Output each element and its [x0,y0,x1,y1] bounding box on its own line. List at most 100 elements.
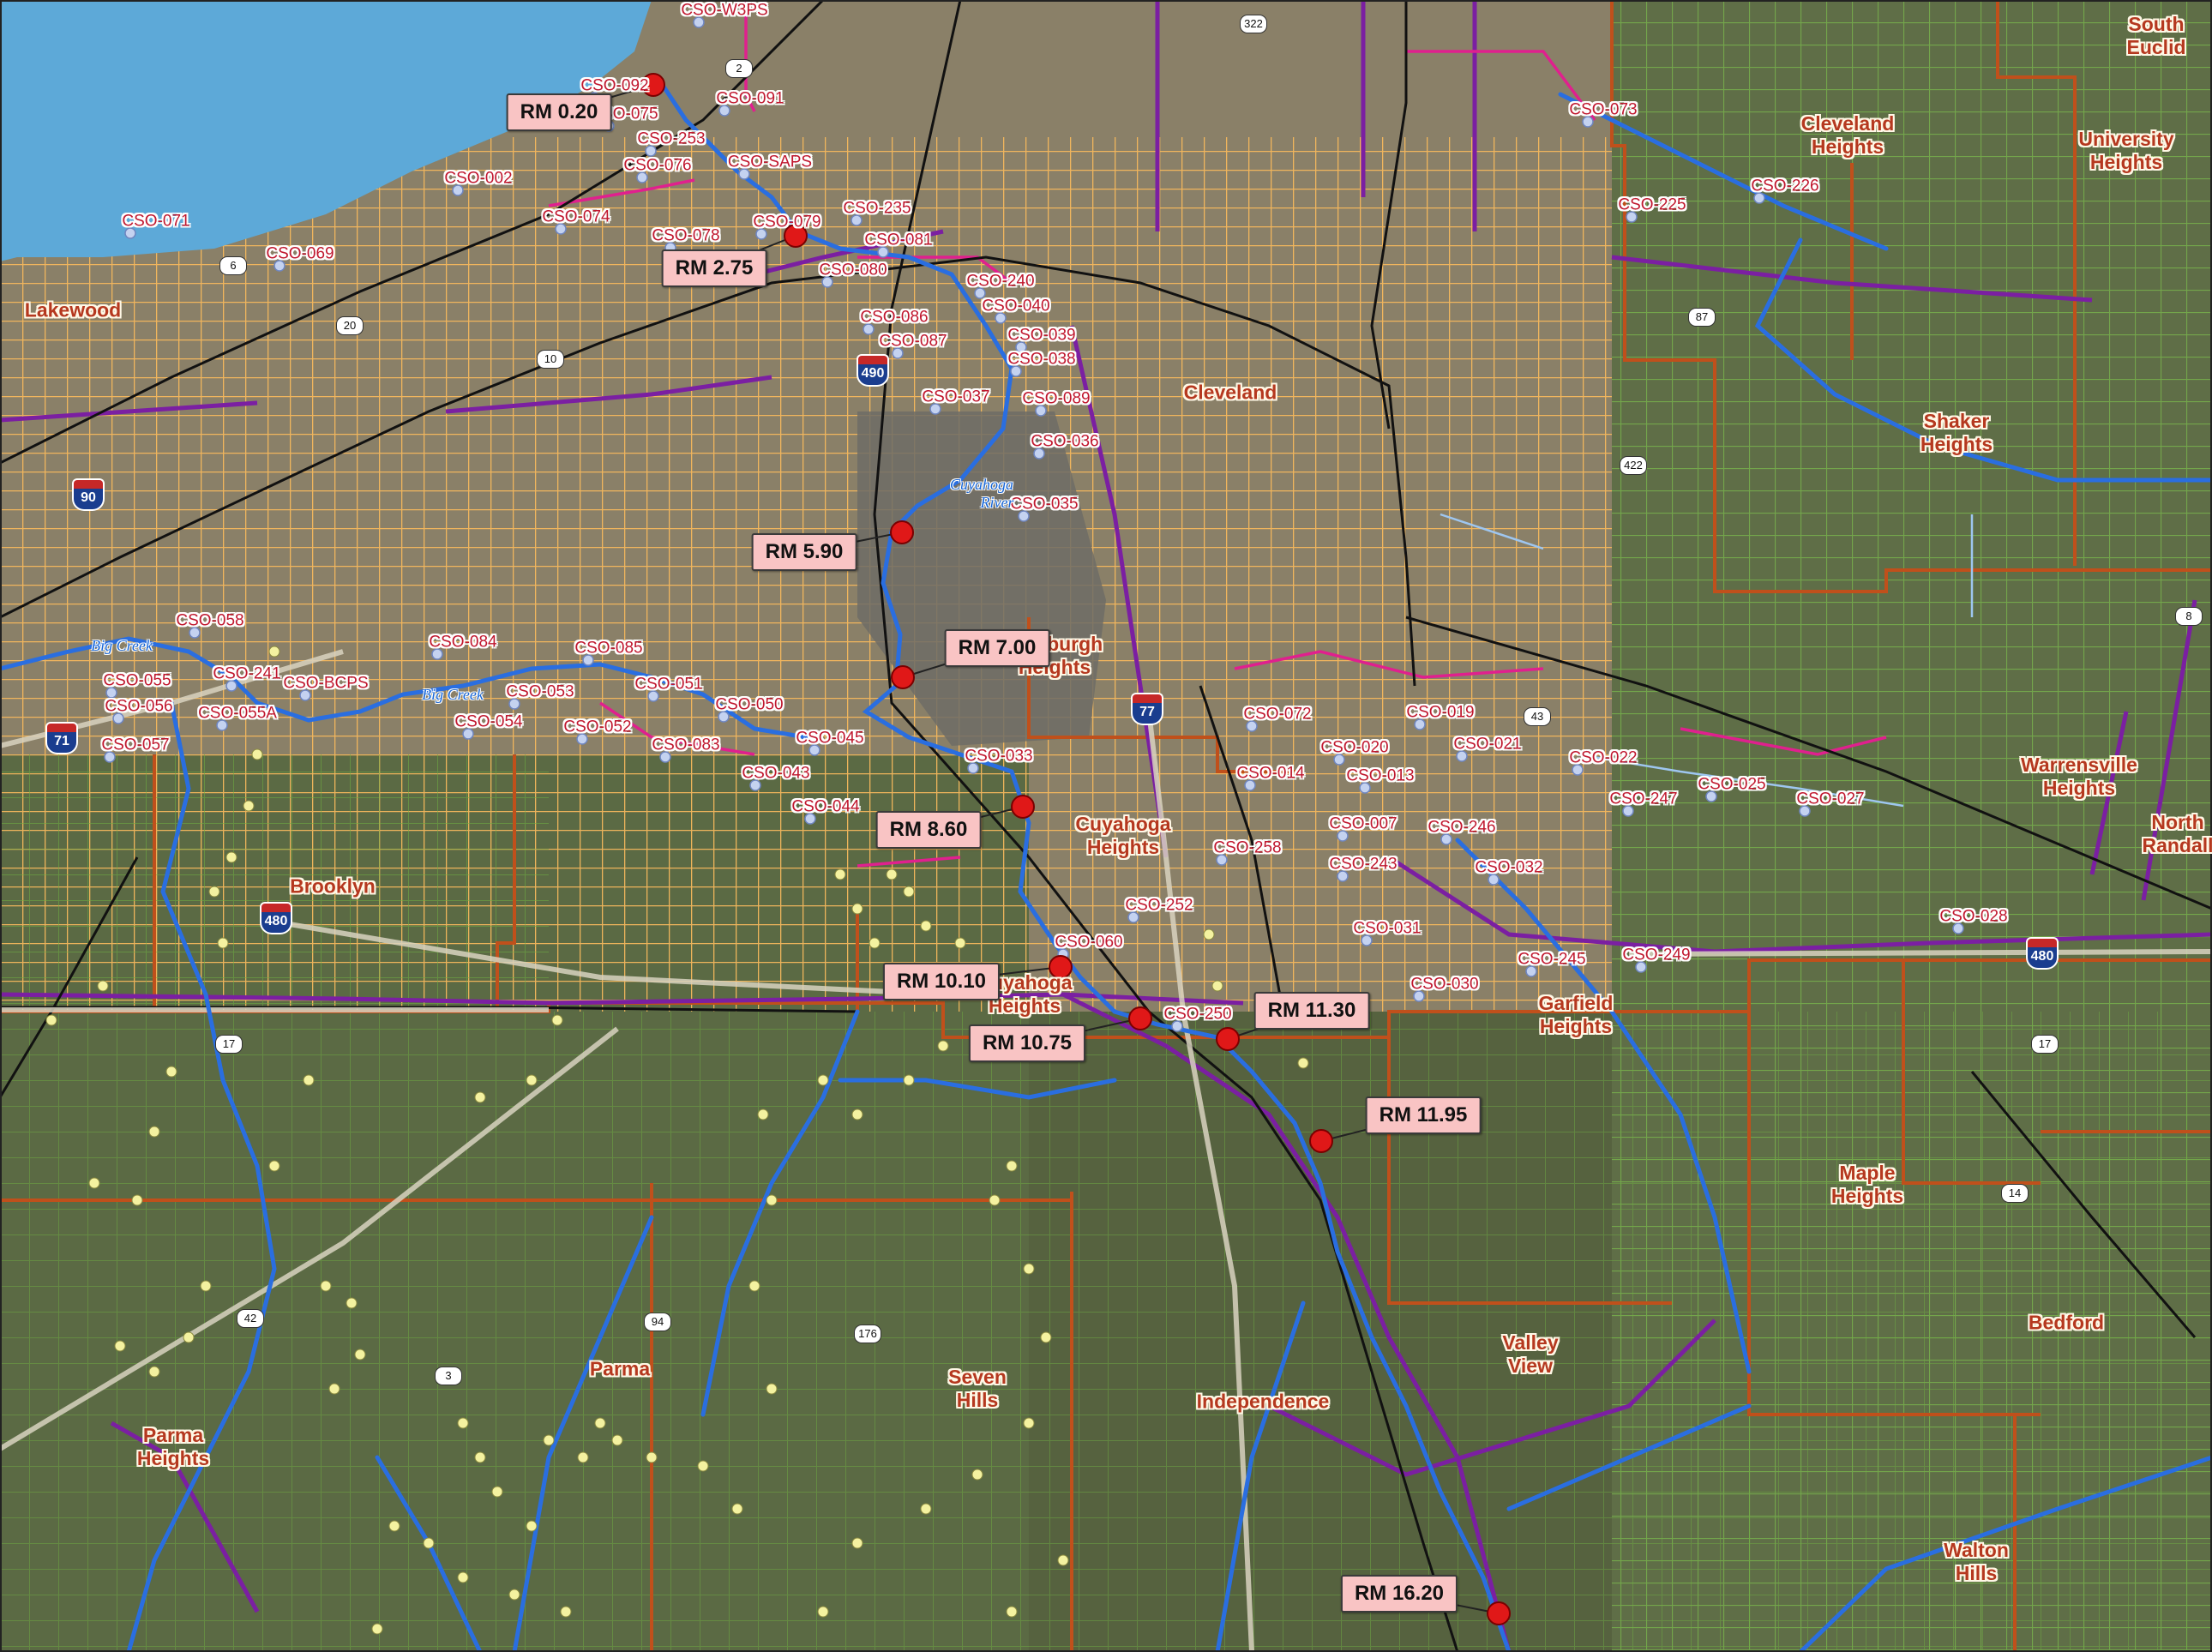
cso-label[interactable]: CSO-007 [1329,814,1398,833]
river-mile-dot[interactable] [891,665,915,689]
cso-point[interactable] [1488,874,1500,886]
cso-point[interactable] [1337,870,1349,882]
cso-label[interactable]: CSO-091 [716,89,784,108]
cso-point[interactable] [462,728,474,740]
cso-label[interactable]: CSO-030 [1410,975,1479,994]
river-mile-label[interactable]: RM 10.75 [968,1024,1086,1062]
cso-point[interactable] [216,719,228,731]
cso-label[interactable]: CSO-044 [791,797,860,816]
river-mile-dot[interactable] [890,520,914,544]
cso-label[interactable]: CSO-243 [1329,855,1398,874]
cso-label[interactable]: CSO-002 [444,169,513,188]
cso-point[interactable] [1244,779,1256,791]
river-mile-dot[interactable] [784,224,808,248]
cso-label[interactable]: CSO-253 [637,129,706,148]
river-mile-dot[interactable] [1049,955,1073,979]
cso-point[interactable] [1361,934,1373,946]
cso-label[interactable]: CSO-249 [1622,946,1691,964]
cso-label[interactable]: CSO-087 [879,332,947,351]
cso-label[interactable]: CSO-027 [1796,790,1865,808]
cso-label[interactable]: CSO-043 [742,764,810,783]
cso-point[interactable] [452,184,464,196]
cso-label[interactable]: CSO-250 [1163,1005,1232,1024]
river-mile-dot[interactable] [1216,1027,1240,1051]
cso-label[interactable]: CSO-021 [1453,735,1522,754]
cso-label[interactable]: CSO-038 [1007,350,1076,369]
cso-point[interactable] [851,214,863,226]
cso-point[interactable] [555,223,567,235]
cso-label[interactable]: CSO-037 [922,387,990,406]
cso-label[interactable]: CSO-225 [1618,195,1686,214]
cso-label[interactable]: CSO-084 [429,633,497,652]
cso-label[interactable]: CSO-051 [634,675,703,694]
cso-label[interactable]: CSO-028 [1939,907,2008,926]
cso-label[interactable]: CSO-247 [1609,790,1678,808]
cso-label[interactable]: CSO-040 [982,297,1050,315]
cso-label[interactable]: CSO-013 [1346,766,1415,785]
cso-label[interactable]: CSO-020 [1320,738,1389,757]
cso-point[interactable] [189,627,201,639]
cso-label[interactable]: CSO-031 [1353,919,1422,938]
cso-label[interactable]: CSO-052 [563,718,632,736]
cso-point[interactable] [273,260,286,272]
cso-point[interactable] [804,813,816,825]
cso-label[interactable]: CSO-079 [753,213,821,231]
cso-point[interactable] [749,779,761,791]
cso-label[interactable]: CSO-056 [105,697,173,716]
cso-label[interactable]: CSO-071 [122,212,190,231]
cso-point[interactable] [892,347,904,359]
cso-point[interactable] [1705,790,1717,802]
cso-point[interactable] [1010,365,1022,377]
cso-point[interactable] [808,744,820,756]
cso-label[interactable]: CSO-045 [796,729,864,748]
cso-point[interactable] [877,246,889,258]
river-mile-dot[interactable] [1011,795,1035,819]
cso-point[interactable] [576,733,588,745]
cso-point[interactable] [1246,720,1258,732]
cso-label[interactable]: CSO-226 [1751,177,1819,195]
cso-label[interactable]: CSO-246 [1428,818,1496,837]
river-mile-label[interactable]: RM 0.20 [506,93,612,131]
cso-label[interactable]: CSO-025 [1698,775,1766,794]
river-mile-label[interactable]: RM 16.20 [1340,1575,1458,1613]
cso-point[interactable] [821,276,833,288]
cso-label[interactable]: CSO-060 [1055,933,1123,952]
cso-label[interactable]: CSO-240 [966,272,1035,291]
cso-point[interactable] [105,687,117,699]
cso-point[interactable] [1622,805,1634,817]
cso-point[interactable] [225,680,237,692]
cso-point[interactable] [636,171,648,183]
cso-point[interactable] [1440,833,1452,845]
cso-point[interactable] [104,751,116,763]
river-mile-dot[interactable] [1309,1129,1333,1153]
cso-label[interactable]: CSO-245 [1518,950,1586,969]
cso-point[interactable] [967,762,979,774]
cso-point[interactable] [299,689,311,701]
cso-label[interactable]: CSO-W3PS [681,1,768,20]
cso-label[interactable]: CSO-081 [864,231,933,249]
cso-point[interactable] [863,323,875,335]
cso-label[interactable]: CSO-SAPS [727,153,813,171]
river-mile-dot[interactable] [1128,1006,1152,1030]
cso-label[interactable]: CSO-072 [1243,705,1312,724]
cso-point[interactable] [1525,965,1537,977]
cso-point[interactable] [1359,782,1371,794]
cso-point[interactable] [738,168,750,180]
river-mile-label[interactable]: RM 11.95 [1365,1096,1482,1134]
cso-label[interactable]: CSO-035 [1010,495,1079,514]
cso-label[interactable]: CSO-054 [454,712,523,731]
cso-label[interactable]: CSO-055A [198,704,277,723]
cso-point[interactable] [1035,405,1047,417]
cso-point[interactable] [508,698,520,710]
river-mile-label[interactable]: RM 2.75 [661,249,767,287]
cso-point[interactable] [995,312,1007,324]
cso-label[interactable]: CSO-032 [1475,858,1543,877]
cso-label[interactable]: CSO-057 [101,736,170,754]
cso-point[interactable] [1337,830,1349,842]
cso-label[interactable]: CSO-BCPS [283,674,369,693]
cso-label[interactable]: CSO-074 [542,207,610,226]
cso-point[interactable] [582,654,594,666]
cso-label[interactable]: CSO-019 [1406,703,1475,722]
cso-label[interactable]: CSO-078 [652,226,720,245]
cso-label[interactable]: CSO-022 [1569,748,1638,767]
